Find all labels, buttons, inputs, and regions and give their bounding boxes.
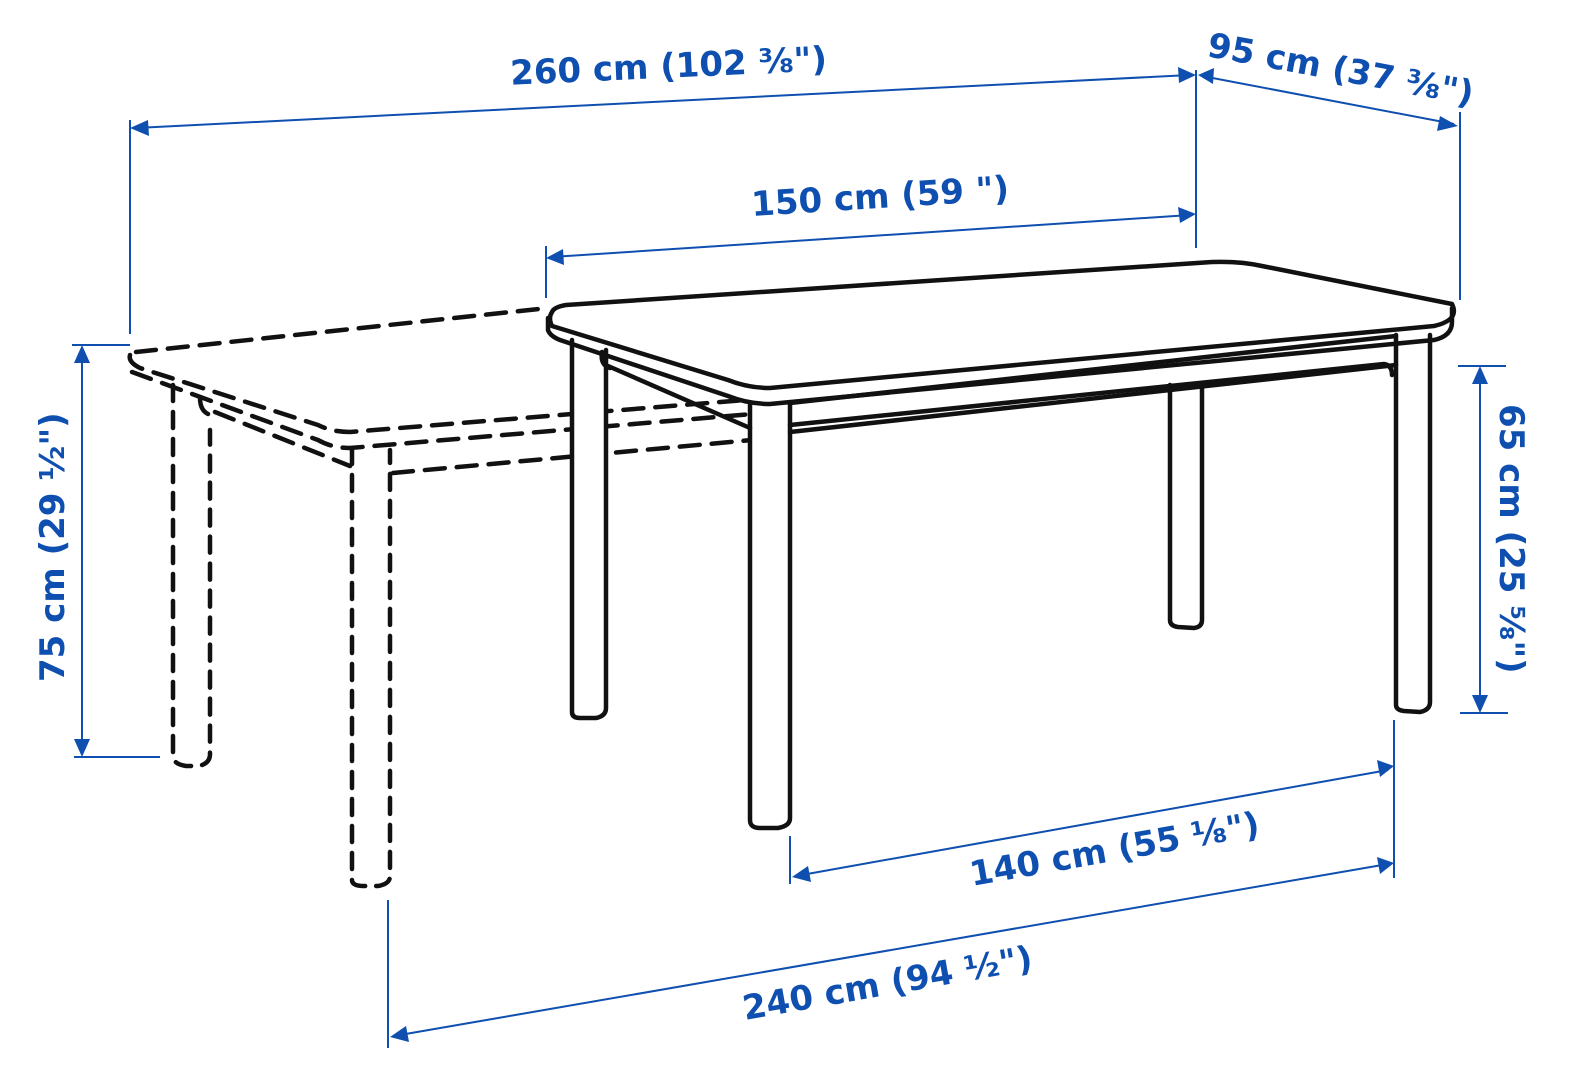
dimension-under-apron-height bbox=[1458, 365, 1508, 714]
closed-table bbox=[545, 259, 1457, 831]
label-under-apron-height: 65 cm (25 ⅝") bbox=[1491, 404, 1531, 674]
label-height: 75 cm (29 ½") bbox=[33, 412, 73, 682]
dimension-closed-length bbox=[545, 207, 1196, 298]
label-extended-length: 260 cm (102 ⅜") bbox=[509, 39, 828, 93]
right-front-leg bbox=[1393, 332, 1433, 715]
dimension-lines bbox=[72, 67, 1508, 1048]
dimension-extended-leg-span bbox=[387, 857, 1394, 1048]
label-depth: 95 cm (37 ⅜") bbox=[1204, 26, 1476, 114]
extended-table-outline bbox=[127, 305, 755, 889]
label-extended-leg-span: 240 cm (94 ½") bbox=[740, 939, 1036, 1029]
back-right-leg bbox=[1167, 382, 1205, 631]
dimension-closed-leg-span bbox=[789, 720, 1395, 884]
dimension-depth bbox=[1198, 68, 1461, 300]
label-closed-length: 150 cm (59 ") bbox=[750, 169, 1010, 225]
dimension-height bbox=[72, 344, 160, 758]
back-left-leg bbox=[569, 337, 609, 721]
dimension-extended-length bbox=[129, 67, 1197, 334]
front-left-leg bbox=[747, 402, 793, 831]
